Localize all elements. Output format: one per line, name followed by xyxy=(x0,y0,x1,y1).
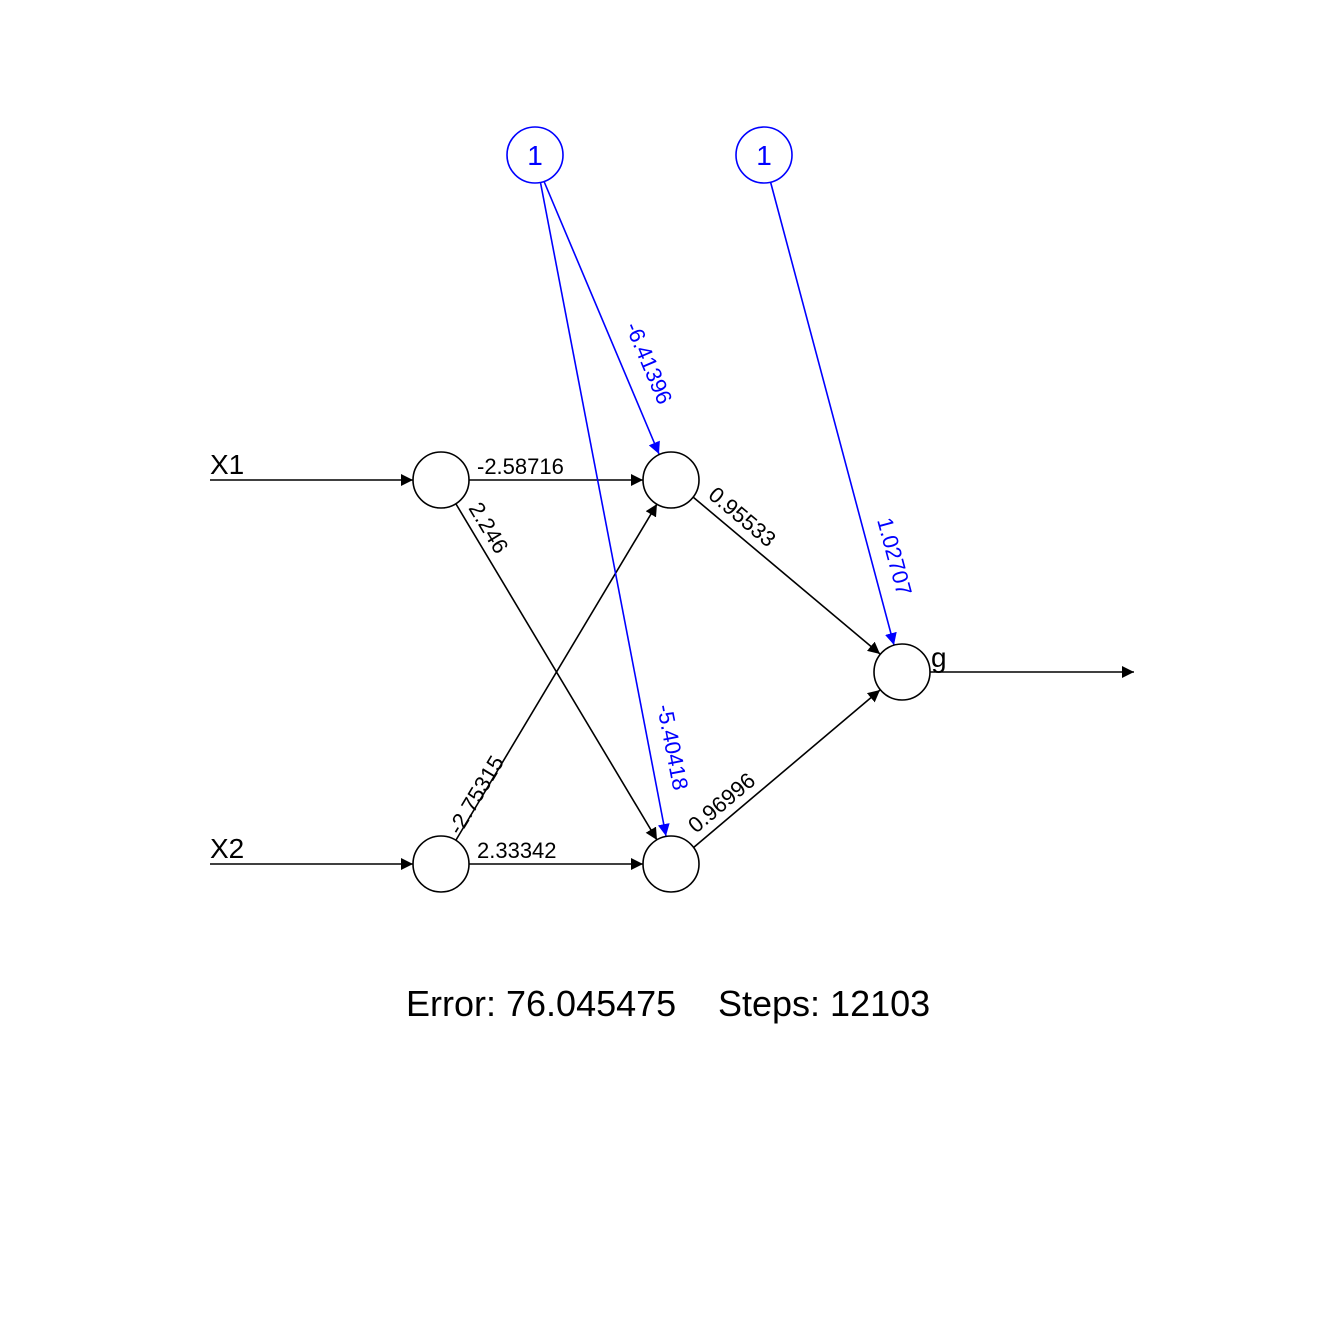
bias-node-2-label: 1 xyxy=(756,140,772,171)
bias-weight-b1-h1: -6.41396 xyxy=(620,318,677,408)
weight-h2-out: 0.96996 xyxy=(683,768,760,838)
bias-weight-b1-h2: -5.40418 xyxy=(652,702,693,792)
bias-edge-b1-h2 xyxy=(539,179,670,837)
output-node xyxy=(873,643,931,701)
input-node-x2 xyxy=(412,835,470,893)
weight-h1-out: 0.95533 xyxy=(704,482,781,552)
input-label-x1: X1 xyxy=(210,449,244,480)
bias-node-1-label: 1 xyxy=(527,140,543,171)
edge-h2-out xyxy=(692,689,881,849)
edge-h1-out xyxy=(692,496,881,655)
weight-x1-h2: 2.246 xyxy=(464,498,514,558)
steps-text: Steps: 12103 xyxy=(718,983,930,1024)
bias-edge-b1-h1 xyxy=(542,178,660,455)
weight-x2-h2: 2.33342 xyxy=(477,838,557,863)
hidden-node-2 xyxy=(642,835,700,893)
input-node-x1 xyxy=(412,451,470,509)
bias-edge-b2-out xyxy=(769,179,897,646)
weight-x2-h1: -2.75315 xyxy=(443,751,509,838)
weight-x1-h1: -2.58716 xyxy=(477,454,564,479)
bias-node-1 xyxy=(506,126,564,184)
output-label: g xyxy=(931,642,947,673)
input-label-x2: X2 xyxy=(210,833,244,864)
edge-x2-h1 xyxy=(455,503,658,841)
hidden-node-1 xyxy=(642,451,700,509)
bias-node-2 xyxy=(735,126,793,184)
error-text: Error: 76.045475 xyxy=(406,983,676,1024)
